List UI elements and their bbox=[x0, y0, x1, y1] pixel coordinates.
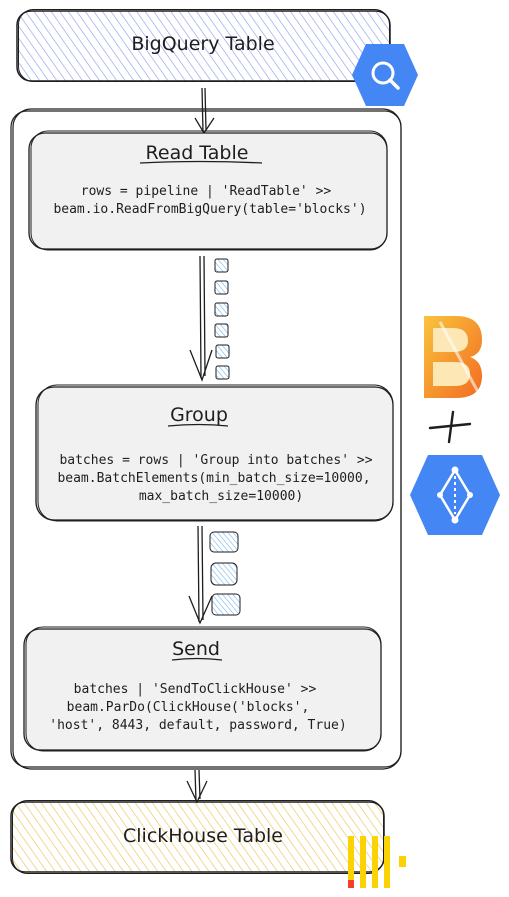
apache-beam-logo bbox=[424, 316, 482, 398]
clickhouse-logo bbox=[348, 836, 406, 888]
group-title: Group bbox=[170, 404, 228, 426]
send-box: Send batches | 'SendToClickHouse' >> bea… bbox=[23, 626, 382, 752]
read-table-code-line-1: rows = pipeline | 'ReadTable' >> bbox=[81, 184, 332, 199]
bigquery-icon bbox=[352, 44, 418, 106]
clickhouse-table-title: ClickHouse Table bbox=[123, 825, 283, 847]
group-code-line-2: beam.BatchElements(min_batch_size=10000, bbox=[57, 471, 370, 486]
pipeline-container bbox=[10, 108, 402, 770]
send-code-line-3: 'host', 8443, default, password, True) bbox=[49, 718, 346, 733]
read-table-code-line-2: beam.io.ReadFromBigQuery(table='blocks') bbox=[53, 202, 366, 217]
read-table-title: Read Table bbox=[146, 142, 249, 164]
arrow-group-to-send bbox=[188, 525, 213, 625]
group-code-line-3: max_batch_size=10000) bbox=[139, 489, 303, 504]
send-code-line-2: beam.ParDo(ClickHouse('blocks', bbox=[67, 700, 310, 715]
batch-items bbox=[209, 531, 241, 616]
group-box: Group batches = rows | 'Group into batch… bbox=[35, 384, 394, 522]
send-title: Send bbox=[172, 638, 220, 660]
send-code-line-1: batches | 'SendToClickHouse' >> bbox=[74, 682, 317, 697]
bigquery-table-box: BigQuery Table bbox=[16, 9, 391, 82]
clickhouse-table-box: ClickHouse Table bbox=[10, 800, 385, 874]
arrow-send-to-sink bbox=[186, 769, 208, 804]
arrow-read-to-group bbox=[189, 255, 213, 382]
row-items bbox=[214, 258, 230, 380]
plus-sign bbox=[428, 410, 472, 444]
bigquery-table-title: BigQuery Table bbox=[131, 33, 274, 55]
dataflow-icon bbox=[410, 455, 500, 535]
read-table-box: Read Table rows = pipeline | 'ReadTable'… bbox=[28, 130, 388, 251]
group-code-line-1: batches = rows | 'Group into batches' >> bbox=[59, 453, 372, 468]
